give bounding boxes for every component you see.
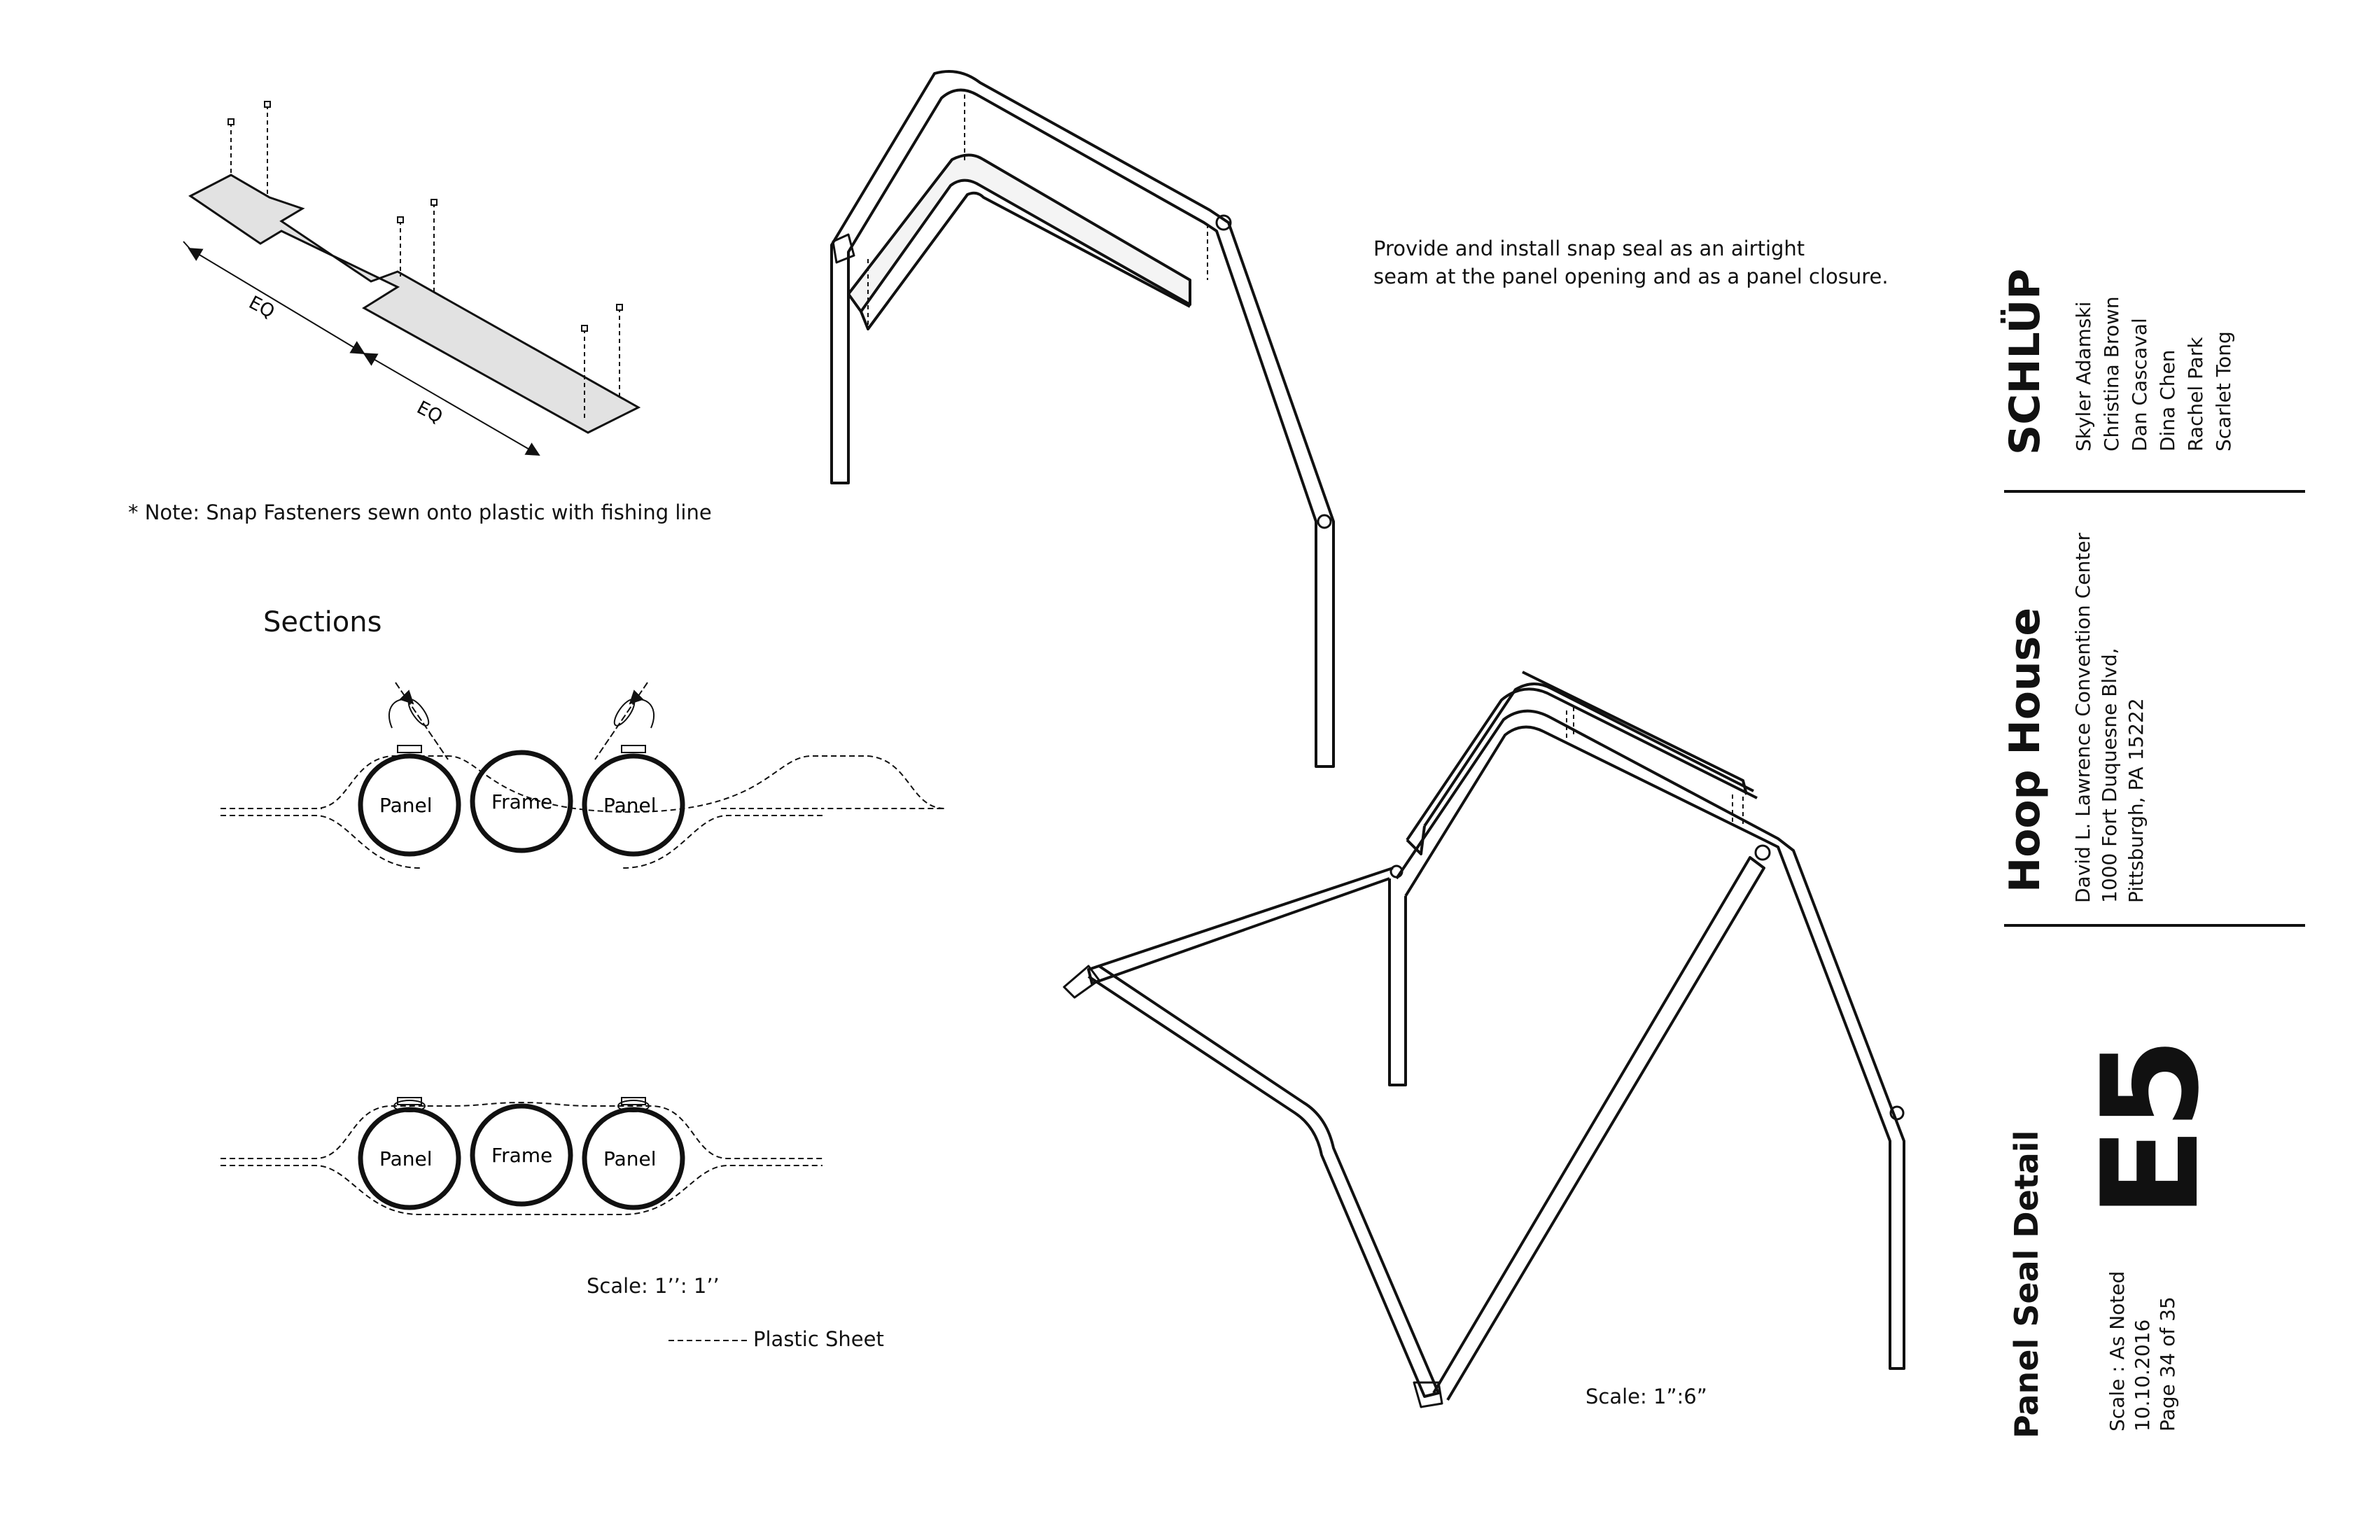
- sheet-page: Page 34 of 35: [2156, 1296, 2179, 1432]
- section-top-right-label: Panel: [603, 794, 657, 817]
- plastic-sheet-legend-label: Plastic Sheet: [753, 1327, 884, 1351]
- sheet-scale: Scale : As Noted: [2106, 1270, 2129, 1432]
- section-detail-top: [220, 682, 946, 869]
- team-member: Scarlet Tong: [2212, 331, 2235, 451]
- eq-label-2: EQ: [413, 397, 446, 428]
- sheet-meta: Scale : As Noted 10.10.2016 Page 34 of 3…: [2105, 1271, 2180, 1432]
- snap-seal-note-line1: Provide and install snap seal as an airt…: [1373, 237, 1805, 260]
- address-line: Pittsburgh, PA 15222: [2124, 698, 2148, 903]
- frame-scale: Scale: 1”:6”: [1586, 1385, 1707, 1408]
- sheet-title: Panel Seal Detail: [2008, 1130, 2045, 1438]
- team-member: Dina Chen: [2156, 349, 2179, 451]
- project-address: David L. Lawrence Convention Center 1000…: [2070, 533, 2150, 903]
- team-member: Christina Brown: [2100, 296, 2123, 451]
- section-top-left-label: Panel: [379, 794, 433, 817]
- section-bottom-center-label: Frame: [491, 1144, 552, 1167]
- hoop-frame-lower: [1063, 671, 1905, 1408]
- fastener-note: * Note: Snap Fasteners sewn onto plastic…: [128, 500, 712, 524]
- title-block-divider-1: [2004, 490, 2305, 493]
- title-block-divider-2: [2004, 924, 2305, 927]
- hoop-frame-upper: [830, 70, 1335, 768]
- team-member: Rachel Park: [2184, 337, 2207, 451]
- eq-label-1: EQ: [245, 292, 278, 323]
- team-list: Skyler Adamski Christina Brown Dan Casca…: [2070, 296, 2238, 451]
- project-name: Hoop House: [2001, 607, 2050, 892]
- team-member: Dan Cascaval: [2128, 318, 2151, 451]
- section-bottom-right-label: Panel: [603, 1147, 657, 1170]
- snap-seal-note-line2: seam at the panel opening and as a panel…: [1373, 265, 1889, 288]
- snap-strip-isometric: [183, 101, 641, 456]
- section-detail-bottom: [220, 1097, 822, 1215]
- snap-seal-note: Provide and install snap seal as an airt…: [1373, 234, 1889, 290]
- sections-scale: Scale: 1’’: 1’’: [587, 1274, 720, 1298]
- sheet-date: 10.10.2016: [2131, 1319, 2154, 1432]
- section-top-center-label: Frame: [491, 790, 552, 813]
- team-member: Skyler Adamski: [2072, 301, 2095, 451]
- address-line: David L. Lawrence Convention Center: [2071, 533, 2094, 903]
- section-bottom-left-label: Panel: [379, 1147, 433, 1170]
- sheet-number: E5: [2073, 1040, 2228, 1218]
- address-line: 1000 Fort Duquesne Blvd,: [2098, 648, 2121, 903]
- sections-heading: Sections: [263, 606, 382, 638]
- brand-name: SCHLÜP: [2001, 268, 2050, 455]
